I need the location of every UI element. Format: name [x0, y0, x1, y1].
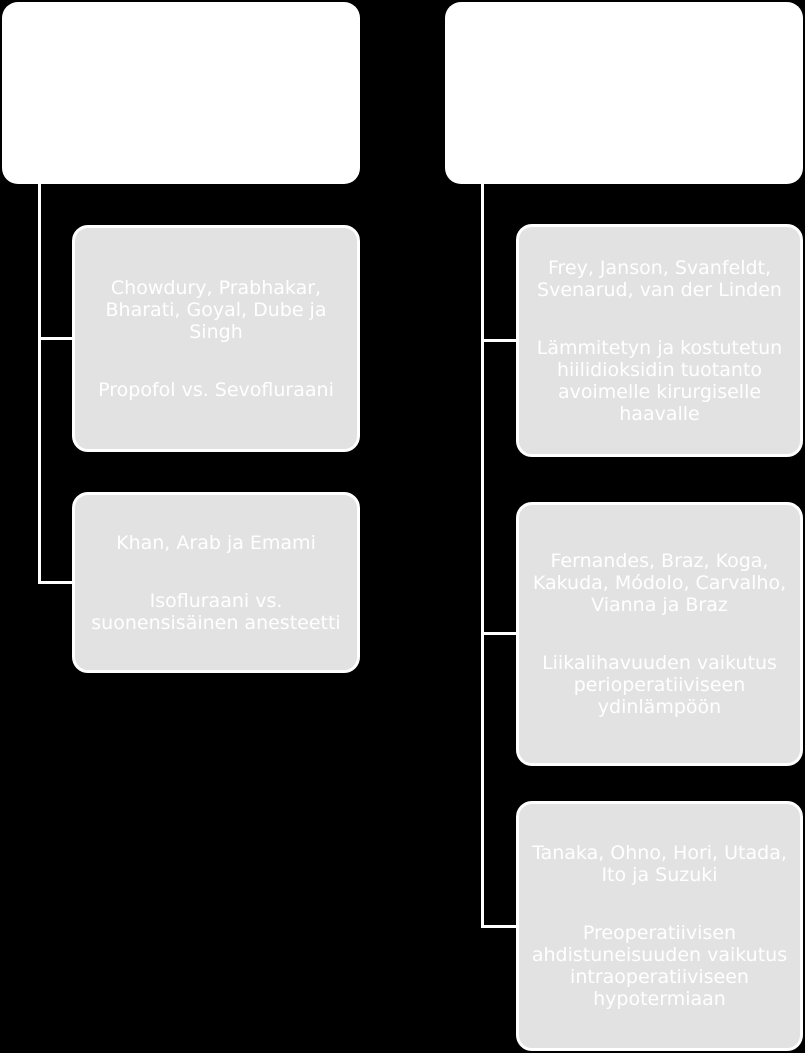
card-authors: Khan, Arab ja Emami [116, 531, 316, 554]
right-branch-2 [481, 632, 518, 635]
card-topic: Isofluraani vs. suonensisäinen anesteett… [91, 589, 341, 634]
card-topic: Lämmitetyn ja kostutetun hiilidioksidin … [536, 336, 783, 425]
left-branch-2 [38, 581, 74, 584]
card-topic: Liikalihavuuden vaikutus perioperatiivis… [542, 652, 777, 718]
left-card-2: Khan, Arab ja Emami Isofluraani vs. suon… [72, 492, 360, 673]
left-branch-1 [38, 337, 74, 340]
card-authors: Tanaka, Ohno, Hori, Utada, Ito ja Suzuki [532, 842, 787, 886]
card-authors: Chowdury, Prabhakar, Bharati, Goyal, Dub… [105, 276, 327, 343]
card-authors: Frey, Janson, Svanfeldt, Svenarud, van d… [537, 256, 782, 301]
card-authors: Fernandes, Braz, Koga, Kakuda, Módolo, C… [532, 550, 787, 616]
left-trunk-line [38, 184, 41, 584]
right-branch-1 [481, 339, 518, 342]
left-card-1: Chowdury, Prabhakar, Bharati, Goyal, Dub… [72, 225, 360, 452]
right-trunk-line [481, 184, 484, 928]
right-branch-3 [481, 925, 518, 928]
right-card-3: Tanaka, Ohno, Hori, Utada, Ito ja Suzuki… [516, 801, 803, 1051]
card-topic: Preoperatiivisen ahdistuneisuuden vaikut… [531, 922, 788, 1010]
left-header-box [2, 2, 360, 184]
card-topic: Propofol vs. Sevofluraani [98, 378, 334, 401]
right-card-2: Fernandes, Braz, Koga, Kakuda, Módolo, C… [516, 502, 803, 766]
right-header-box [445, 2, 803, 184]
right-card-1: Frey, Janson, Svanfeldt, Svenarud, van d… [516, 224, 803, 457]
